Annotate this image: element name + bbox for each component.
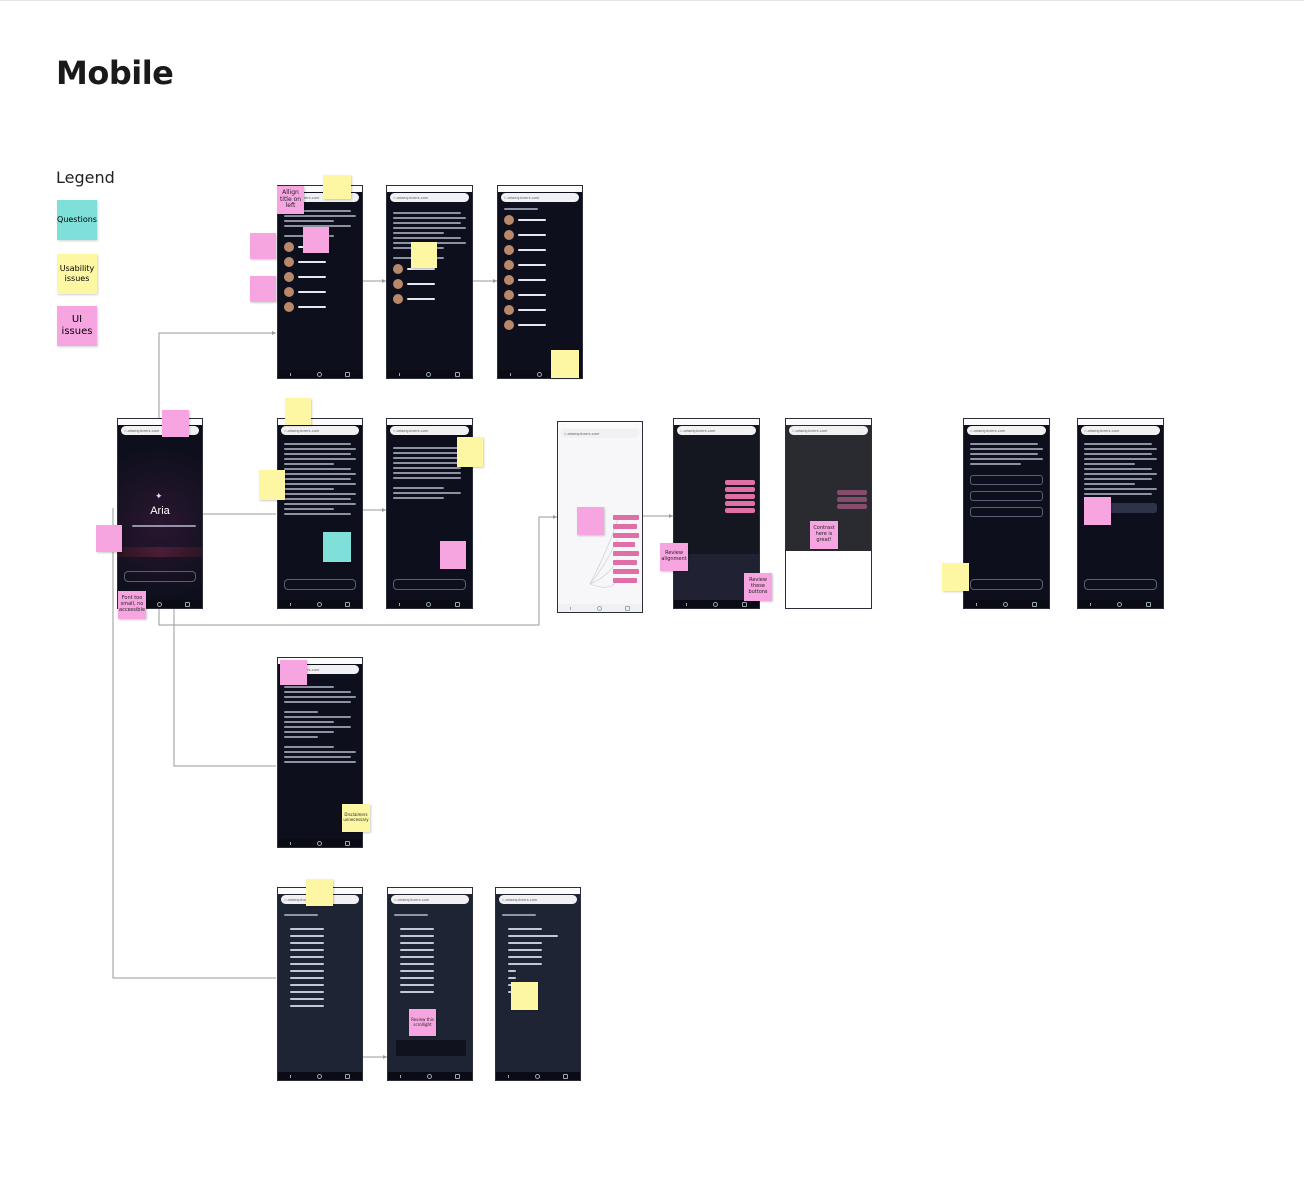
legend-ui-issues[interactable]: UI issues	[57, 306, 97, 346]
app-name: Aria	[118, 505, 202, 517]
aria-sparkle-icon: ✦	[155, 491, 163, 502]
note-usability-r1c[interactable]	[551, 350, 579, 378]
note-contrast-great[interactable]: Contrast here is great!	[810, 521, 838, 549]
screen-history-2[interactable]: ⌂ ariaexplorers.com	[387, 887, 473, 1081]
note-usability-r2d[interactable]	[942, 563, 969, 591]
screen-history-3[interactable]: ⌂ ariaexplorers.com	[495, 887, 581, 1081]
note-usability-r2a[interactable]	[285, 398, 311, 425]
legend-questions-label: Questions	[57, 215, 97, 225]
note-review-buttons[interactable]: Review these buttons	[744, 573, 772, 601]
screen-chat-suggestions[interactable]: ⌂ ariaexplorers.com	[963, 418, 1050, 609]
board-title: Mobile	[56, 54, 173, 92]
note-usability-r1b[interactable]	[411, 242, 437, 268]
note-ui-r2-longtext[interactable]	[1084, 497, 1111, 525]
note-usability-r1a[interactable]	[323, 175, 351, 199]
note-ui-home-top[interactable]	[162, 410, 189, 437]
note-usability-r2b[interactable]	[259, 470, 285, 500]
note-ui-mindmap[interactable]	[577, 507, 604, 535]
legend-usability[interactable]: Usability issues	[57, 254, 97, 294]
note-question-r2[interactable]	[323, 532, 351, 562]
legend-usability-label: Usability issues	[57, 264, 97, 283]
note-font-small[interactable]: Font too small, no accessible	[118, 591, 146, 619]
legend-ui-label: UI issues	[57, 314, 97, 338]
screen-contact-card[interactable]: ⌂ ariaexplorers.com	[785, 418, 872, 609]
screen-history-1[interactable]: ⌂ ariaexplorers.com	[277, 887, 363, 1081]
screen-chat-response[interactable]: ⌂ ariaexplorers.com	[277, 418, 363, 609]
note-allign-title-text: Allign title on left	[278, 190, 303, 211]
note-ui-r1a[interactable]	[250, 233, 276, 259]
note-review-scroll-text: Review this scrollight	[410, 1018, 435, 1027]
note-review-buttons-text: Review these buttons	[745, 578, 771, 595]
note-usability-r4a[interactable]	[306, 879, 333, 906]
note-ui-r1c[interactable]	[250, 276, 276, 302]
note-ui-r1b[interactable]	[303, 227, 329, 253]
legend-questions[interactable]: Questions	[57, 200, 97, 240]
screen-article-2[interactable]: ⌂ ariaexplorers.com	[386, 185, 473, 379]
screen-article-1[interactable]: ⌂ ariaexplorers.com	[277, 185, 363, 379]
note-usability-r2c[interactable]	[457, 437, 483, 467]
note-contrast-great-text: Contrast here is great!	[811, 526, 837, 543]
legend-title: Legend	[56, 168, 115, 187]
canvas-top-border	[0, 0, 1304, 1]
note-font-small-text: Font too small, no accessible	[119, 596, 145, 613]
note-disclaimers-text: Disclaimers unnecessary	[343, 813, 369, 822]
note-review-alignment-text: Review alignment	[661, 551, 687, 563]
note-disclaimers[interactable]: Disclaimers unnecessary	[342, 804, 370, 832]
note-usability-r4b[interactable]	[511, 982, 538, 1010]
note-review-scroll[interactable]: Review this scrollight	[409, 1009, 436, 1036]
note-allign-title[interactable]: Allign title on left	[277, 186, 304, 214]
note-ui-home-left[interactable]	[96, 525, 122, 552]
note-ui-r2-chatlist[interactable]	[440, 541, 466, 569]
screen-home-aria[interactable]: ⌂ ariaexplorers.com ✦ Aria	[117, 418, 203, 609]
note-ui-r3[interactable]	[280, 660, 307, 685]
note-review-alignment[interactable]: Review alignment	[660, 543, 688, 571]
